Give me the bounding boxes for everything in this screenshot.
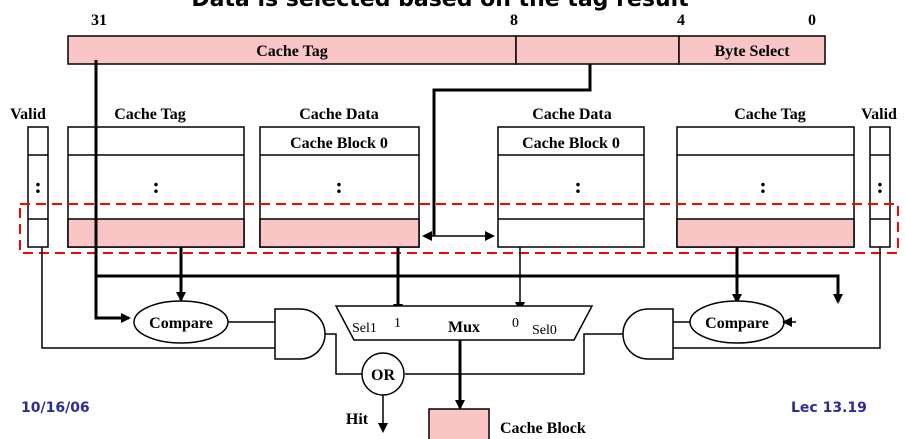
right-tag-selected-row xyxy=(676,218,855,248)
right-compare-unit: Compare xyxy=(689,300,785,344)
hit-label: Hit xyxy=(346,411,369,428)
left-tag-label: Cache Tag xyxy=(114,106,186,123)
address-index-field xyxy=(515,35,680,65)
right-tag-dots: : xyxy=(759,173,766,198)
address-byte-select-label: Byte Select xyxy=(714,43,790,60)
address-byte-select-field xyxy=(678,35,826,65)
left-tag-dots: : xyxy=(152,173,159,198)
output-cache-block-label: Cache Block xyxy=(500,420,586,437)
index-wire xyxy=(432,64,592,236)
mux-input-1-label: 1 xyxy=(394,316,401,331)
left-tag-selected-row xyxy=(67,218,245,248)
header-fragment: Data is selected based on the tag result xyxy=(191,0,689,12)
right-and-gate xyxy=(622,308,674,360)
left-compare-unit: Compare xyxy=(133,300,229,344)
addr-tag-to-right-compare xyxy=(96,274,843,304)
or-label: OR xyxy=(371,367,395,384)
left-block-0-label: Cache Block 0 xyxy=(290,135,388,152)
address-tag-field xyxy=(67,35,517,65)
left-valid-array: : xyxy=(27,126,49,248)
right-tag-array: : xyxy=(676,126,855,248)
left-and-gate xyxy=(274,308,326,360)
right-tag-label: Cache Tag xyxy=(734,106,806,123)
left-and-to-or xyxy=(325,333,362,375)
left-valid-wire xyxy=(41,247,275,349)
bit-0: 0 xyxy=(808,12,816,29)
selected-set-highlight xyxy=(19,203,899,254)
bit-4: 4 xyxy=(677,12,685,29)
left-valid-dots: : xyxy=(34,173,41,198)
mux-input-0-label: 0 xyxy=(512,316,519,331)
right-data-dots: : xyxy=(574,173,581,198)
left-valid-label: Valid xyxy=(10,106,46,123)
left-data-array: Cache Block 0 : xyxy=(259,126,420,248)
footer-lecture: Lec 13.19 xyxy=(791,400,867,416)
right-block-0-label: Cache Block 0 xyxy=(522,135,620,152)
address-tag-label: Cache Tag xyxy=(256,43,328,60)
or-gate: OR xyxy=(361,352,405,396)
left-data-selected-row xyxy=(259,218,420,248)
right-valid-dots: : xyxy=(876,173,883,198)
right-compare-label: Compare xyxy=(705,315,769,332)
mux-label: Mux xyxy=(448,319,480,336)
bit-31: 31 xyxy=(91,12,107,29)
bit-8: 8 xyxy=(510,12,518,29)
output-cache-block xyxy=(428,408,490,439)
right-data-array: Cache Block 0 : xyxy=(497,126,645,248)
mux-sel1-label: Sel1 xyxy=(352,321,377,336)
addr-tag-to-left-compare xyxy=(94,60,131,323)
right-valid-array: : xyxy=(869,126,891,248)
right-and-to-or xyxy=(405,333,623,375)
footer-date: 10/16/06 xyxy=(21,400,90,416)
right-data-label: Cache Data xyxy=(532,106,612,123)
left-compare-label: Compare xyxy=(149,315,213,332)
mux-unit: Mux Sel1 1 0 Sel0 xyxy=(334,305,594,341)
left-data-label: Cache Data xyxy=(299,106,379,123)
mux-sel0-label: Sel0 xyxy=(532,323,557,338)
address-register: Cache Tag Byte Select xyxy=(67,35,826,65)
right-valid-label: Valid xyxy=(861,106,897,123)
left-tag-array: : xyxy=(67,126,245,248)
left-data-dots: : xyxy=(335,173,342,198)
right-valid-wire xyxy=(673,247,881,349)
